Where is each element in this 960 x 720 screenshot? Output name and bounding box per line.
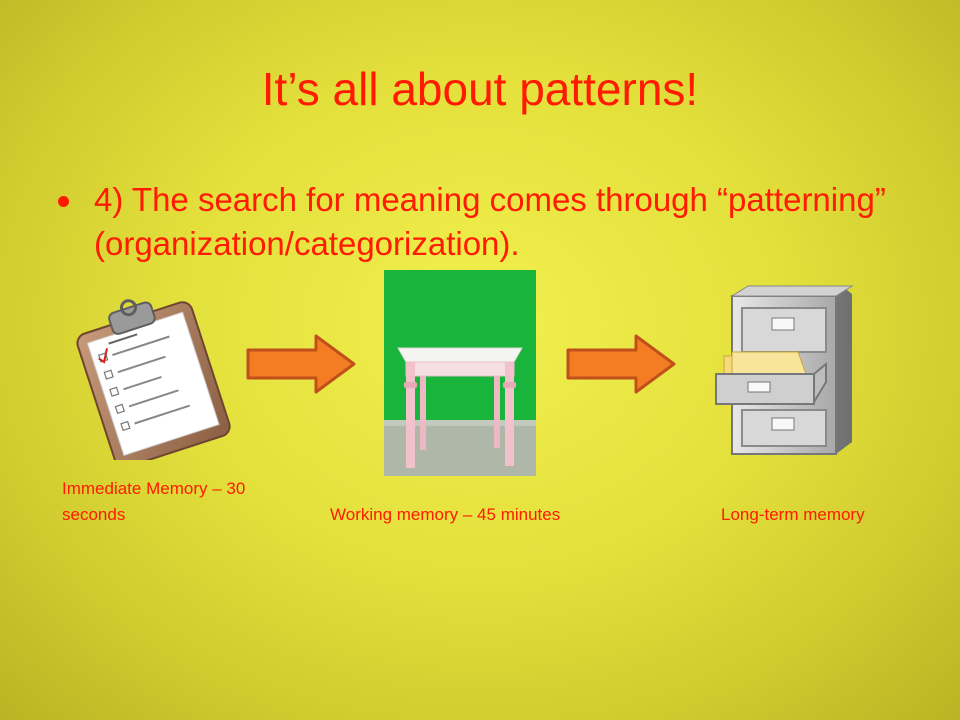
filing-cabinet-icon [715,285,854,455]
right-arrow-icon [246,334,356,394]
table-photo [384,270,536,476]
clipboard-checklist-icon [76,299,231,460]
slide-title: It’s all about patterns! [261,63,699,115]
working-memory-caption: Working memory – 45 minutes [330,505,561,524]
bullet-text: 4) The search for meaning comes through … [94,181,886,262]
right-arrow-icon [566,334,676,394]
immediate-memory-caption: Immediate Memory – 30 seconds [62,479,246,524]
long-term-memory-caption: Long-term memory [721,505,865,524]
bullet-dot [58,196,69,207]
